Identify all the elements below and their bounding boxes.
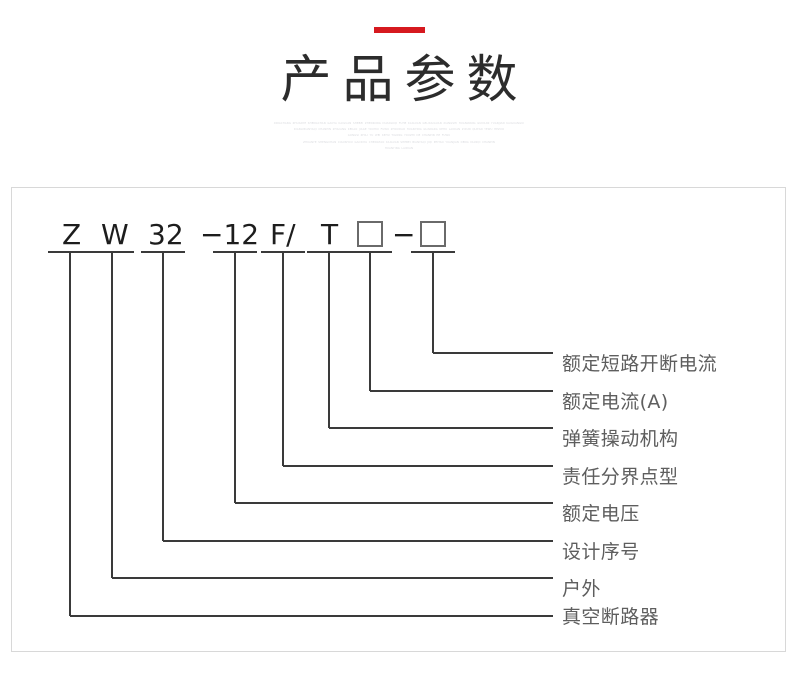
- model-code-token: −: [392, 218, 416, 251]
- designation-label: 设计序号: [562, 541, 640, 563]
- designation-label: 户外: [562, 578, 601, 600]
- designation-label: 额定短路开断电流: [562, 353, 718, 375]
- designation-label: 弹簧操动机构: [562, 428, 679, 450]
- model-code-token: W: [101, 218, 129, 251]
- subtitle-line: ZHUANYE SHENGCHAN XIAOSHOU GAODIYA CHENG…: [303, 140, 495, 144]
- model-code-token: 32: [148, 218, 184, 251]
- model-code-blank-box: [420, 221, 446, 247]
- subtitle-line: DIANLIBIANYAQI CHANPIN ZHILIANG KEKAO JI…: [293, 128, 505, 132]
- model-code-token: −12: [200, 218, 260, 251]
- model-code-token: F/: [270, 218, 296, 251]
- subtitle-line: XINGCHANG ZHUANYE SHENGCHAN GAOYA KAIGUA…: [273, 122, 525, 125]
- page-header: 产品参数 XINGCHANG ZHUANYE SHENGCHAN GAOYA K…: [0, 0, 798, 180]
- model-code-token: Z: [62, 218, 82, 251]
- accent-bar: [374, 27, 425, 33]
- diagram-panel: [11, 187, 786, 652]
- designation-label: 真空断路器: [562, 606, 660, 628]
- subtitle-line: HUANYING LAIDIAN: [384, 146, 414, 150]
- model-code-token: T: [321, 218, 339, 251]
- page-title: 产品参数: [280, 51, 529, 110]
- model-code-blank-box: [357, 221, 383, 247]
- designation-label: 责任分界点型: [562, 466, 679, 488]
- subtitle-line: GONGSI ZHILI YU WEI KEHU TIGONG YOUZHI D…: [347, 134, 451, 138]
- designation-label: 额定电流(A): [562, 391, 669, 413]
- subtitle-block: XINGCHANG ZHUANYE SHENGCHAN GAOYA KAIGUA…: [0, 121, 798, 152]
- designation-label: 额定电压: [562, 503, 640, 525]
